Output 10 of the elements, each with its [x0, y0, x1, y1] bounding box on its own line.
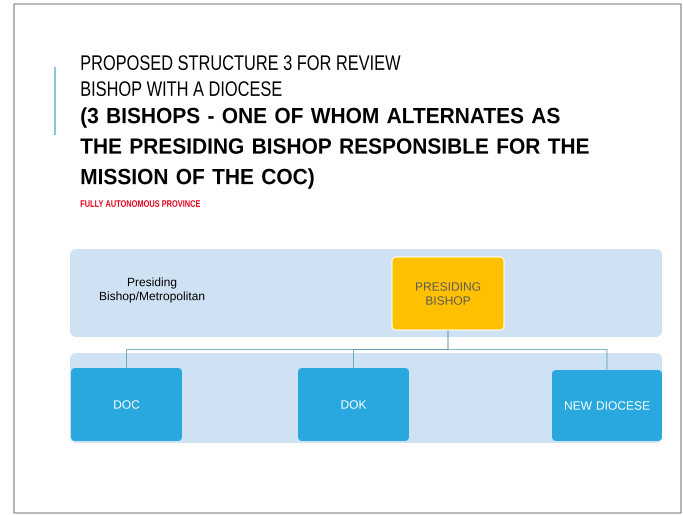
diocese-box: NEW DIOCESE — [552, 370, 662, 441]
diocese-box: DOC — [71, 368, 182, 441]
head-box: PRESIDING BISHOP — [392, 256, 504, 330]
connector — [448, 330, 608, 370]
title: PROPOSED STRUCTURE 3 FOR REVIEW — [82, 55, 400, 70]
level-label: Presiding Bishop/Metropolitan — [100, 277, 204, 303]
heading: (3 BISHOPS - ONE OF WHOM ALTERNATES AS THE PRESIDING BISHOP RESPONSIBLE FOR THE MISSION OF THE COC) — [80, 107, 589, 189]
note: FULLY AUTONOMOUS PROVINCE — [80, 200, 200, 207]
diocese-box: DOK — [298, 368, 409, 441]
subtitle: BISHOP WITH A DIOCESE — [82, 81, 282, 96]
